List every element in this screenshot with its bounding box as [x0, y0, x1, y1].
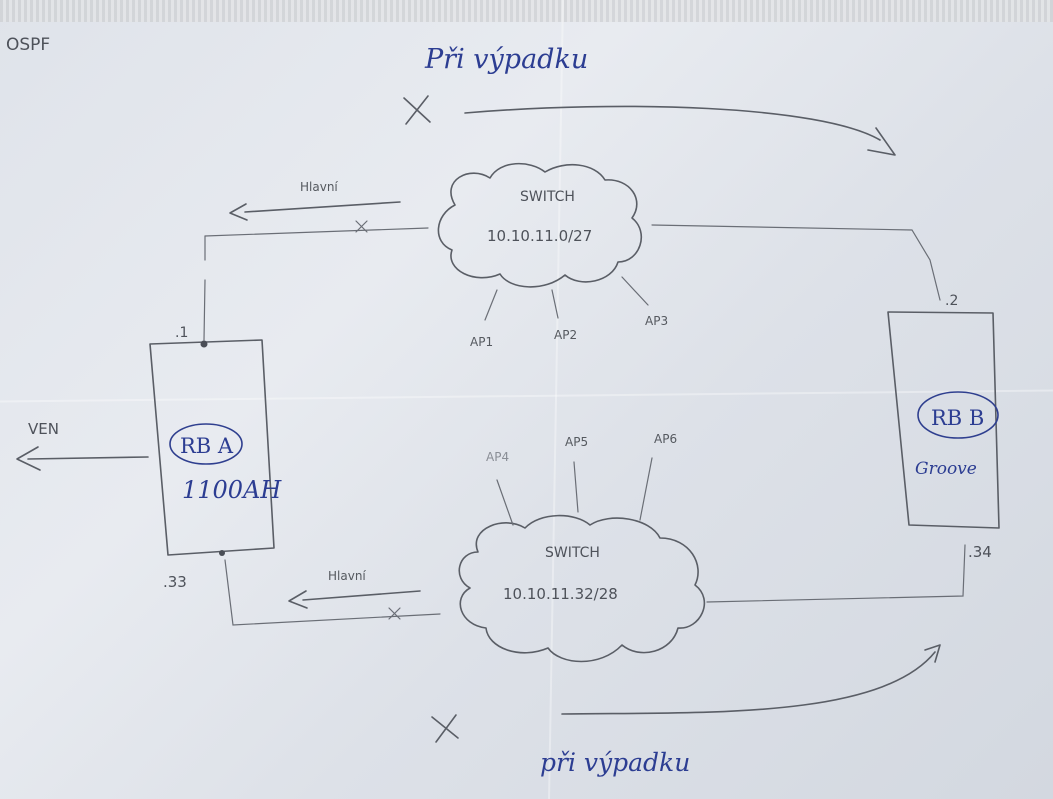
- router-b-ip-bottom: .34: [968, 543, 992, 561]
- failover-top-label: Při výpadku: [424, 44, 588, 75]
- link-rba-switch-top-drop: [203, 235, 206, 341]
- switch-top-subnet: 10.10.11.0/27: [487, 227, 592, 245]
- failover-top-arrow: [464, 105, 881, 141]
- ap2-label: AP2: [554, 328, 577, 342]
- router-a-model: 1100AH: [182, 476, 282, 504]
- link-switch-top-rbb: [651, 224, 941, 301]
- switch-top-label: SWITCH: [520, 189, 575, 205]
- router-a-name: RB A: [180, 434, 234, 458]
- switch-bottom-label: SWITCH: [545, 545, 600, 561]
- router-b-name-circle: [917, 391, 999, 439]
- router-a-name-circle: [169, 423, 243, 465]
- out-label: VEN: [28, 420, 59, 438]
- failover-bottom-arrow: [561, 651, 936, 715]
- ap2-link: [551, 289, 559, 319]
- router-a-ip-top: .1: [175, 325, 188, 341]
- ap6-link: [639, 457, 653, 521]
- primary-bottom-label: Hlavní: [328, 569, 366, 583]
- diagram-title: OSPF: [6, 35, 50, 55]
- ap4-link: [496, 479, 514, 526]
- router-b-box: [887, 311, 1000, 529]
- switch-bottom-cloud: [458, 514, 706, 663]
- switch-top-cloud: [437, 162, 643, 288]
- primary-top-arrow: [244, 201, 401, 213]
- out-arrowhead-icon: [16, 446, 41, 471]
- out-arrow: [27, 456, 149, 460]
- router-a-ip-bottom: .33: [163, 573, 187, 591]
- primary-bottom-arrowhead-icon: [288, 590, 308, 609]
- switch-bottom-subnet: 10.10.11.32/28: [503, 585, 618, 603]
- primary-top-label: Hlavní: [300, 180, 338, 194]
- ap5-label: AP5: [565, 435, 588, 449]
- ap1-label: AP1: [470, 335, 493, 349]
- failover-bottom-label: při výpadku: [540, 748, 690, 777]
- router-a-box: [149, 339, 275, 556]
- ap5-link: [573, 461, 579, 513]
- ap4-label: AP4: [486, 450, 509, 464]
- failover-top-arrowhead-icon: [867, 127, 896, 156]
- ap6-label: AP6: [654, 432, 677, 446]
- failover-top-x-icon: [403, 95, 431, 125]
- router-b-ip-top: .2: [945, 293, 958, 309]
- primary-bottom-fail-x-icon: [388, 607, 401, 620]
- router-a-port-top: [200, 340, 208, 348]
- link-rba-switch-top: [204, 227, 429, 237]
- router-a-port-bottom: [219, 550, 225, 556]
- failover-bottom-x-icon: [431, 714, 459, 743]
- ap3-link: [621, 276, 649, 306]
- primary-top-arrowhead-icon: [229, 203, 248, 221]
- link-rba-switch-bottom: [224, 559, 441, 626]
- router-b-model: Groove: [915, 459, 977, 479]
- ap1-link: [484, 289, 498, 321]
- primary-bottom-arrow: [302, 590, 421, 601]
- link-switch-bottom-rbb: [706, 544, 966, 603]
- router-b-name: RB B: [931, 406, 984, 430]
- failover-bottom-arrowhead-icon: [924, 644, 941, 663]
- primary-top-fail-x-icon: [355, 220, 368, 233]
- ap3-label: AP3: [645, 314, 668, 328]
